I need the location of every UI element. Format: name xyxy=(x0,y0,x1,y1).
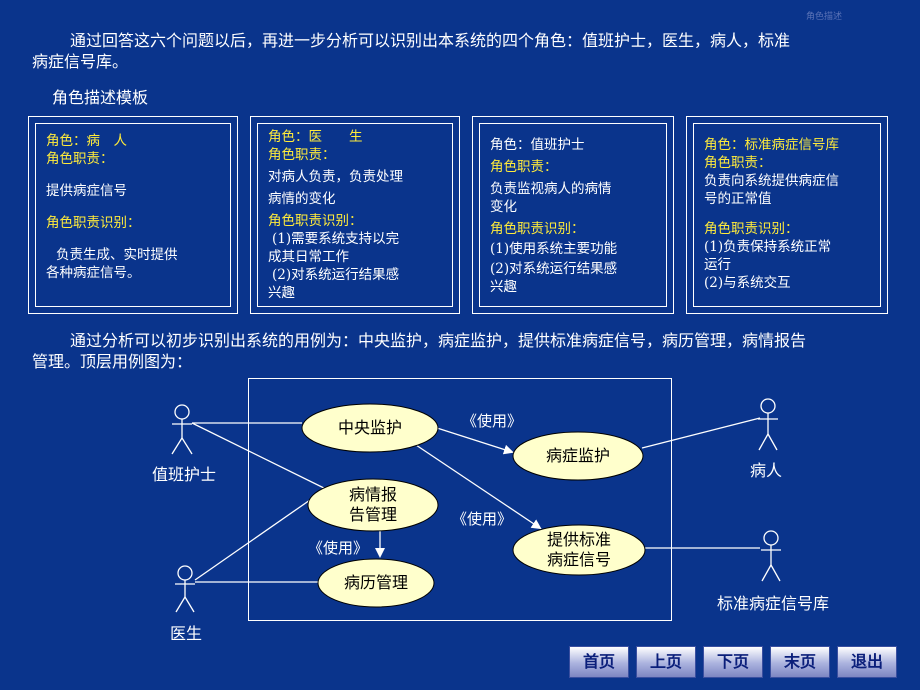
role-card-doctor: 角色：医 生 角色职责： 对病人负责，负责处理 病情的变化 角色职责识别： (1… xyxy=(250,116,460,314)
uc-provide-label-line1: 提供标准 xyxy=(546,530,611,549)
duty-line: 变化 xyxy=(490,199,517,215)
analysis-text-1: 通过分析可以初步识别出系统的用例为：中央监护，病症监护，提供标准病症信号，病历管… xyxy=(70,331,807,350)
ident-heading: 角色职责识别： xyxy=(46,215,141,231)
duty-line: 对病人负责，负责处理 xyxy=(268,169,403,185)
actor-patient-icon xyxy=(758,398,778,451)
role-card-nurse: 角色：值班护士 角色职责： 负责监视病人的病情 变化 角色职责识别： (1)使用… xyxy=(472,116,674,314)
uc-report-ellipse xyxy=(307,478,439,532)
nav-prev-button[interactable]: 上页 xyxy=(636,646,696,678)
uc-report-label-line2: 告管理 xyxy=(348,505,397,524)
uc-symptom-label: 病症监护 xyxy=(545,446,610,465)
intro-text-1: 通过回答这六个问题以后，再进一步分析可以识别出本系统的四个角色：值班护士，医生，… xyxy=(70,31,791,50)
actor-figures xyxy=(171,398,781,613)
nav-exit-button[interactable]: 退出 xyxy=(837,646,897,678)
uc-provide-ellipse xyxy=(512,524,646,576)
ident-line: (1)负责保持系统正常 xyxy=(704,239,832,255)
duty-heading: 角色职责： xyxy=(704,155,772,171)
duty-heading: 角色职责： xyxy=(490,159,558,175)
role-card-signal-library: 角色：标准病症信号库 角色职责： 负责向系统提供病症信 号的正常值 角色职责识别… xyxy=(686,116,888,314)
nav-last-button[interactable]: 末页 xyxy=(770,646,830,678)
ident-line: 各种病症信号。 xyxy=(46,265,141,281)
intro-paragraph: 通过回答这六个问题以后，再进一步分析可以识别出本系统的四个角色：值班护士，医生，… xyxy=(32,30,902,72)
uc-provide-label-line2: 病症信号 xyxy=(546,550,611,569)
actor-doctor-icon xyxy=(175,565,195,613)
role-name: 角色：值班护士 xyxy=(490,137,585,153)
role-card-patient-body: 角色：病 人 角色职责： 提供病症信号 角色职责识别： 负责生成、实时提供 各种… xyxy=(35,123,231,307)
ident-line: 兴趣 xyxy=(490,279,517,295)
assoc-doctor-report xyxy=(194,499,311,581)
uc-symptom-ellipse xyxy=(512,431,644,481)
role-name: 角色：病 人 xyxy=(46,133,127,149)
ident-heading: 角色职责识别： xyxy=(268,213,363,229)
actor-patient-label: 病人 xyxy=(750,461,783,480)
analysis-text-2: 管理。顶层用例图为： xyxy=(32,352,193,371)
uc-record-label: 病历管理 xyxy=(343,573,408,592)
uc-central-label: 中央监护 xyxy=(337,418,402,437)
duty-heading: 角色职责： xyxy=(268,147,336,163)
ident-line: (1)需要系统支持以完 xyxy=(272,231,400,247)
duty-line: 号的正常值 xyxy=(704,191,772,207)
ident-line: (1)使用系统主要功能 xyxy=(490,241,618,257)
uc-provide-label: 提供标准 病症信号 xyxy=(527,530,631,570)
use-case-ellipses xyxy=(301,403,646,608)
system-boundary xyxy=(248,378,672,621)
role-card-patient: 角色：病 人 角色职责： 提供病症信号 角色职责识别： 负责生成、实时提供 各种… xyxy=(28,116,238,314)
uc-record-ellipse xyxy=(317,558,435,608)
ident-line: 成其日常工作 xyxy=(268,249,349,265)
use-stereotype-label: 《使用》 xyxy=(452,510,513,528)
role-card-nurse-body: 角色：值班护士 角色职责： 负责监视病人的病情 变化 角色职责识别： (1)使用… xyxy=(479,123,667,307)
association-lines xyxy=(191,417,761,583)
ident-line: (2)与系统交互 xyxy=(704,275,791,291)
role-name: 角色：医 生 xyxy=(268,129,363,145)
ident-line: (2)对系统运行结果感 xyxy=(272,267,400,283)
assoc-nurse-report xyxy=(191,422,333,493)
actor-signal-library-label: 标准病症信号库 xyxy=(717,594,830,613)
actor-nurse-label: 值班护士 xyxy=(152,465,217,484)
duty-line: 提供病症信号 xyxy=(46,183,127,199)
ident-heading: 角色职责识别： xyxy=(490,221,585,237)
ident-line: 负责生成、实时提供 xyxy=(56,247,178,263)
use-stereotype-label: 《使用》 xyxy=(462,412,523,430)
role-card-signal-library-body: 角色：标准病症信号库 角色职责： 负责向系统提供病症信 号的正常值 角色职责识别… xyxy=(693,123,881,307)
analysis-paragraph: 通过分析可以初步识别出系统的用例为：中央监护，病症监护，提供标准病症信号，病历管… xyxy=(32,330,902,372)
section-subtitle: 角色描述模板 xyxy=(52,88,149,107)
actor-signal-library-icon xyxy=(761,530,781,582)
role-name: 角色：标准病症信号库 xyxy=(704,137,839,153)
ident-line: 兴趣 xyxy=(268,285,295,301)
duty-heading: 角色职责： xyxy=(46,151,114,167)
duty-line: 负责向系统提供病症信 xyxy=(704,173,839,189)
ident-line: 运行 xyxy=(704,257,731,273)
intro-line-1: 通过回答这六个问题以后，再进一步分析可以识别出本系统的四个角色：值班护士，医生，… xyxy=(32,30,902,51)
uc-report-label-line1: 病情报 xyxy=(348,485,397,504)
role-card-doctor-body: 角色：医 生 角色职责： 对病人负责，负责处理 病情的变化 角色职责识别： (1… xyxy=(257,123,453,307)
nav-next-button[interactable]: 下页 xyxy=(703,646,763,678)
actor-nurse-icon xyxy=(171,404,193,455)
use-dependencies xyxy=(375,427,542,558)
analysis-line-1: 通过分析可以初步识别出系统的用例为：中央监护，病症监护，提供标准病症信号，病历管… xyxy=(32,330,902,351)
use-stereotype-label: 《使用》 xyxy=(308,539,369,557)
slide-watermark: 角色描述 xyxy=(806,12,843,22)
uc-central-ellipse xyxy=(301,403,439,453)
use-arrow-central-provide xyxy=(412,442,542,530)
use-arrow-central-symptom xyxy=(436,427,514,455)
uc-report-label: 病情报 告管理 xyxy=(321,485,425,525)
duty-line: 负责监视病人的病情 xyxy=(490,181,612,197)
intro-text-2: 病症信号库。 xyxy=(32,52,129,71)
ident-line: (2)对系统运行结果感 xyxy=(490,261,618,277)
nav-first-button[interactable]: 首页 xyxy=(569,646,629,678)
actor-doctor-label: 医生 xyxy=(170,624,203,643)
assoc-symptom-patient xyxy=(641,417,761,449)
duty-line: 病情的变化 xyxy=(268,191,336,207)
ident-heading: 角色职责识别： xyxy=(704,221,799,237)
